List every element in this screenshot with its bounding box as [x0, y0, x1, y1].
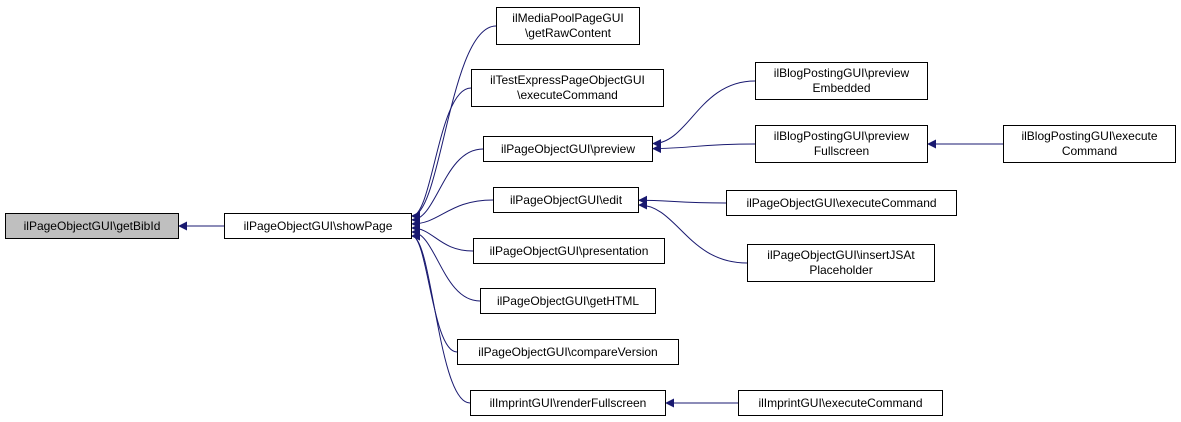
node-label-line1: ilBlogPostingGUI\preview [773, 66, 910, 80]
node-label-line1: ilBlogPostingGUI\execute [1021, 129, 1158, 143]
node-pageobject-edit[interactable]: ilPageObjectGUI\edit [493, 187, 639, 213]
edge-po_exec-to-po_edit [638, 195, 727, 205]
node-pageobject-presentation[interactable]: ilPageObjectGUI\presentation [473, 238, 665, 264]
node-label: ilPageObjectGUI\showPage [243, 218, 393, 233]
node-pageobject-insertjsatplaceholder[interactable]: ilPageObjectGUI\insertJSAt Placeholder [747, 244, 935, 282]
node-blogposting-preview-embedded[interactable]: ilBlogPostingGUI\preview Embedded [755, 62, 928, 100]
node-label: ilImprintGUI\executeCommand [758, 395, 923, 410]
node-label: ilPageObjectGUI\executeCommand [746, 195, 937, 210]
edge-po_insertjs-to-po_edit [638, 200, 748, 264]
node-label-line1: ilTestExpressPageObjectGUI [490, 73, 645, 87]
node-label: ilPageObjectGUI\compareVersion [478, 344, 658, 359]
node-label: ilPageObjectGUI\preview [500, 141, 636, 156]
node-showpage[interactable]: ilPageObjectGUI\showPage [224, 213, 412, 239]
node-label-line1: ilPageObjectGUI\insertJSAt [767, 248, 915, 262]
edge-te_exec-to-showpage [411, 87, 472, 221]
node-getbibid: ilPageObjectGUI\getBibId [5, 213, 179, 239]
edge-po_edit-to-showpage [411, 199, 494, 229]
node-testexpress-executecommand[interactable]: ilTestExpressPageObjectGUI \executeComma… [471, 69, 664, 107]
edge-po_compare-to-showpage [411, 231, 458, 353]
node-label-line2: Command [1061, 144, 1118, 158]
node-label-line2: \getRawContent [524, 26, 612, 40]
node-label: ilImprintGUI\renderFullscreen [489, 395, 647, 410]
node-label: ilPageObjectGUI\getHTML [496, 293, 640, 308]
node-blogposting-executecommand[interactable]: ilBlogPostingGUI\execute Command [1003, 125, 1176, 163]
edge-po_gethtml-to-showpage [411, 227, 481, 302]
node-mediapool-getrawcontent[interactable]: ilMediaPoolPageGUI \getRawContent [496, 7, 640, 45]
edge-bp_prev_emb-to-po_preview [652, 80, 756, 149]
node-label-line2: Embedded [812, 81, 871, 95]
node-pageobject-compareversion[interactable]: ilPageObjectGUI\compareVersion [457, 339, 679, 365]
node-imprint-renderfullscreen[interactable]: ilImprintGUI\renderFullscreen [470, 390, 666, 416]
node-label-line1: ilBlogPostingGUI\preview [773, 129, 910, 143]
node-label-line2: Placeholder [809, 263, 873, 277]
edge-mp_getraw-to-showpage [411, 25, 497, 221]
node-pageobject-executecommand[interactable]: ilPageObjectGUI\executeCommand [726, 190, 957, 216]
node-label: ilPageObjectGUI\edit [509, 192, 623, 207]
node-label-line2: \executeCommand [517, 88, 618, 102]
node-label-line1: ilMediaPoolPageGUI [512, 11, 624, 25]
node-label: ilPageObjectGUI\presentation [489, 243, 649, 258]
node-label-line2: Fullscreen [813, 144, 870, 158]
edge-imp_render-to-showpage [411, 231, 471, 404]
node-pageobject-preview[interactable]: ilPageObjectGUI\preview [483, 136, 653, 162]
node-pageobject-gethtml[interactable]: ilPageObjectGUI\getHTML [480, 288, 656, 314]
edge-bp_prev_full-to-po_preview [652, 143, 756, 154]
edge-po_preview-to-showpage [411, 148, 484, 225]
node-label: ilPageObjectGUI\getBibId [23, 218, 161, 233]
node-imprint-executecommand[interactable]: ilImprintGUI\executeCommand [738, 390, 943, 416]
node-blogposting-preview-fullscreen[interactable]: ilBlogPostingGUI\preview Fullscreen [755, 125, 928, 163]
